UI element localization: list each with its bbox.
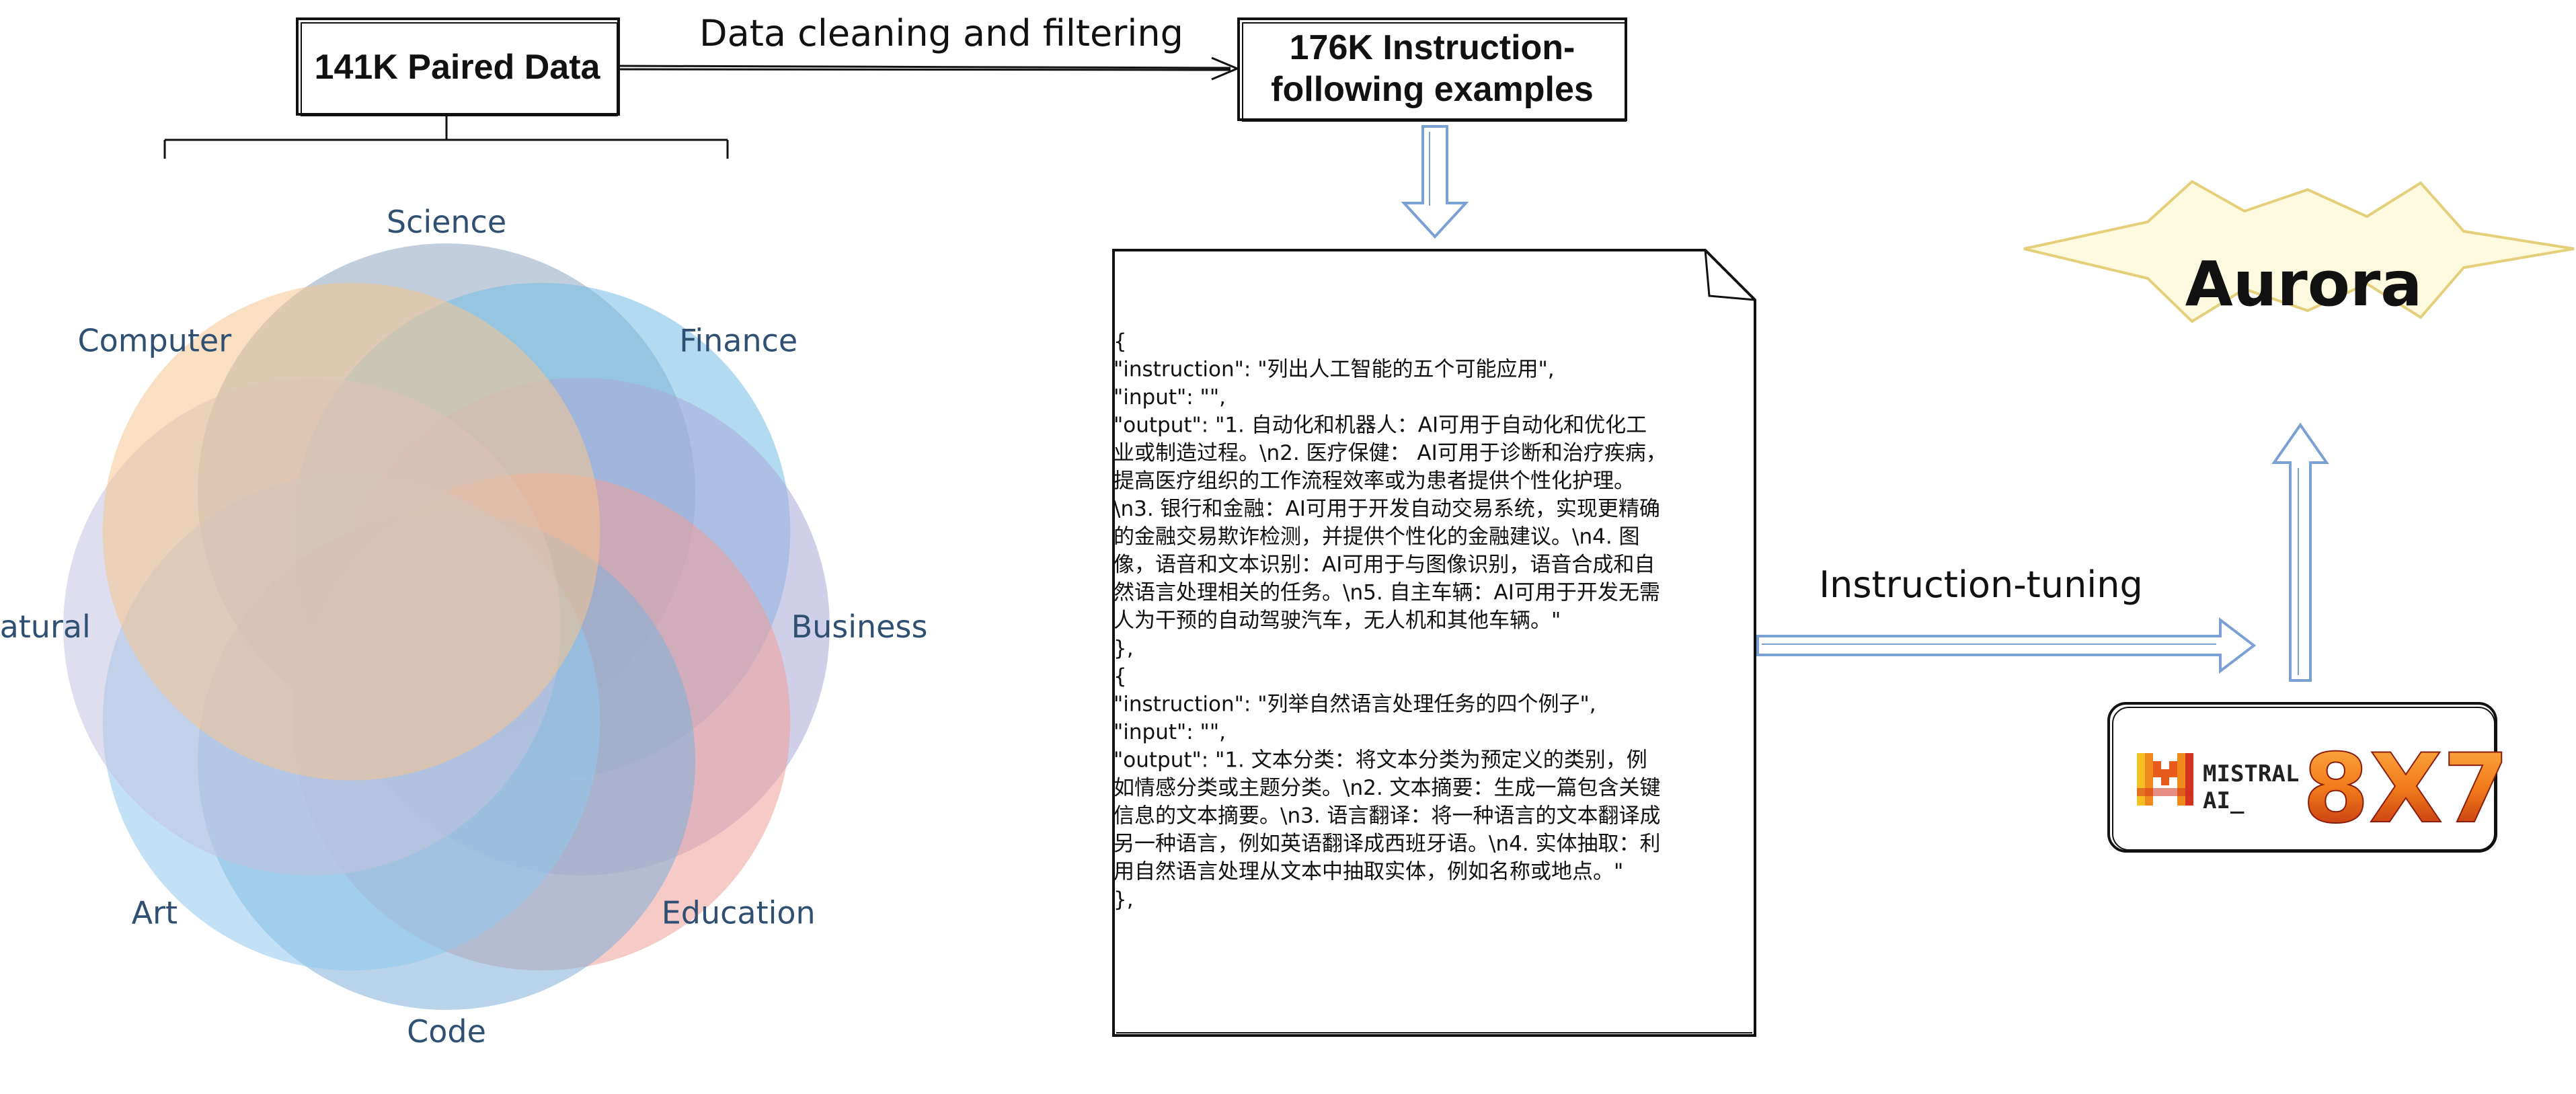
- document-line: "output": "1. 文本分类：将文本分类为预定义的类别，例: [1114, 748, 1647, 773]
- example-document-text: { "instruction": "列出人工智能的五个可能应用", "input…: [1114, 329, 1667, 912]
- domain-label-art: Art: [132, 895, 178, 931]
- document-line: 人为干预的自动驾驶汽车，无人机和其他车辆。": [1114, 609, 1561, 633]
- domain-label-natural: Natural: [0, 609, 91, 645]
- domain-label-computer: Computer: [77, 322, 231, 358]
- document-line: 像，语音和文本识别：AI可用于与图像识别，语音合成和自: [1114, 553, 1655, 577]
- up-arrow: [2271, 422, 2329, 682]
- document-line: "input": "",: [1114, 720, 1226, 744]
- tuning-arrow: [1756, 617, 2257, 674]
- domain-label-finance: Finance: [679, 322, 797, 358]
- document-line: 如情感分类或主题分类。\n2. 文本摘要：生成一篇包含关键: [1114, 776, 1661, 800]
- mistral-brand-line2: AI_: [2203, 787, 2245, 814]
- domain-circle-computer: [102, 282, 600, 781]
- instruction-examples-box: 176K Instruction- following examples: [1237, 17, 1627, 122]
- down-arrow: [1401, 125, 1469, 239]
- domain-bracket: [163, 116, 729, 159]
- mistral-brand-line1: MISTRAL: [2203, 760, 2299, 787]
- base-model-card: MISTRAL AI_ 8X7: [2107, 702, 2510, 853]
- document-line: {: [1114, 329, 1127, 354]
- domain-label-business: Business: [791, 609, 928, 645]
- mistral-logo-icon: [2137, 753, 2193, 806]
- document-line: 用自然语言处理从文本中抽取实体，例如名称或地点。": [1114, 860, 1623, 884]
- document-line: 提高医疗组织的工作流程效率或为患者提供个性化护理。: [1114, 469, 1635, 494]
- example-document: [1112, 249, 1756, 1037]
- domain-label-education: Education: [662, 895, 816, 931]
- document-line: "instruction": "列举自然语言处理任务的四个例子",: [1114, 693, 1596, 717]
- cleaning-arrow-label: Data cleaning and filtering: [699, 12, 1183, 54]
- document-line: {: [1114, 664, 1127, 689]
- source-data-box: 141K Paired Data: [296, 17, 620, 116]
- document-line: 的金融交易欺诈检测，并提供个性化的金融建议。\n4. 图: [1114, 525, 1640, 549]
- instruction-examples-line1: 176K Instruction-: [1290, 28, 1575, 67]
- document-line: 然语言处理相关的任务。\n5. 自主车辆：AI可用于开发无需: [1114, 581, 1660, 605]
- document-line: "input": "",: [1114, 385, 1226, 409]
- domain-label-science: Science: [387, 204, 506, 240]
- domain-label-code: Code: [407, 1013, 486, 1050]
- document-line: 业或制造过程。\n2. 医疗保健： AI可用于诊断和治疗疾病，: [1114, 441, 1667, 465]
- instruction-examples-line2: following examples: [1271, 70, 1594, 109]
- source-data-label: 141K Paired Data: [315, 48, 601, 87]
- model-size-label: 8X7: [2302, 734, 2509, 845]
- document-line: },: [1114, 637, 1134, 661]
- aurora-label: Aurora: [2185, 248, 2423, 320]
- document-line: 另一种语言，例如英语翻译成西班牙语。\n4. 实体抽取：利: [1114, 832, 1661, 856]
- cleaning-arrow: [619, 56, 1240, 81]
- document-line: 信息的文本摘要。\n3. 语言翻译：将一种语言的文本翻译成: [1114, 804, 1661, 828]
- document-line: "output": "1. 自动化和机器人：AI可用于自动化和优化工: [1114, 414, 1647, 438]
- document-line: "instruction": "列出人工智能的五个可能应用",: [1114, 358, 1555, 382]
- aurora-starburst: Aurora: [2023, 180, 2575, 323]
- document-line: },: [1114, 888, 1134, 912]
- tuning-arrow-label: Instruction-tuning: [1819, 563, 2143, 606]
- domain-venn-diagram: [63, 243, 830, 1010]
- document-line: \n3. 银行和金融：AI可用于开发自动交易系统，实现更精确: [1114, 497, 1660, 521]
